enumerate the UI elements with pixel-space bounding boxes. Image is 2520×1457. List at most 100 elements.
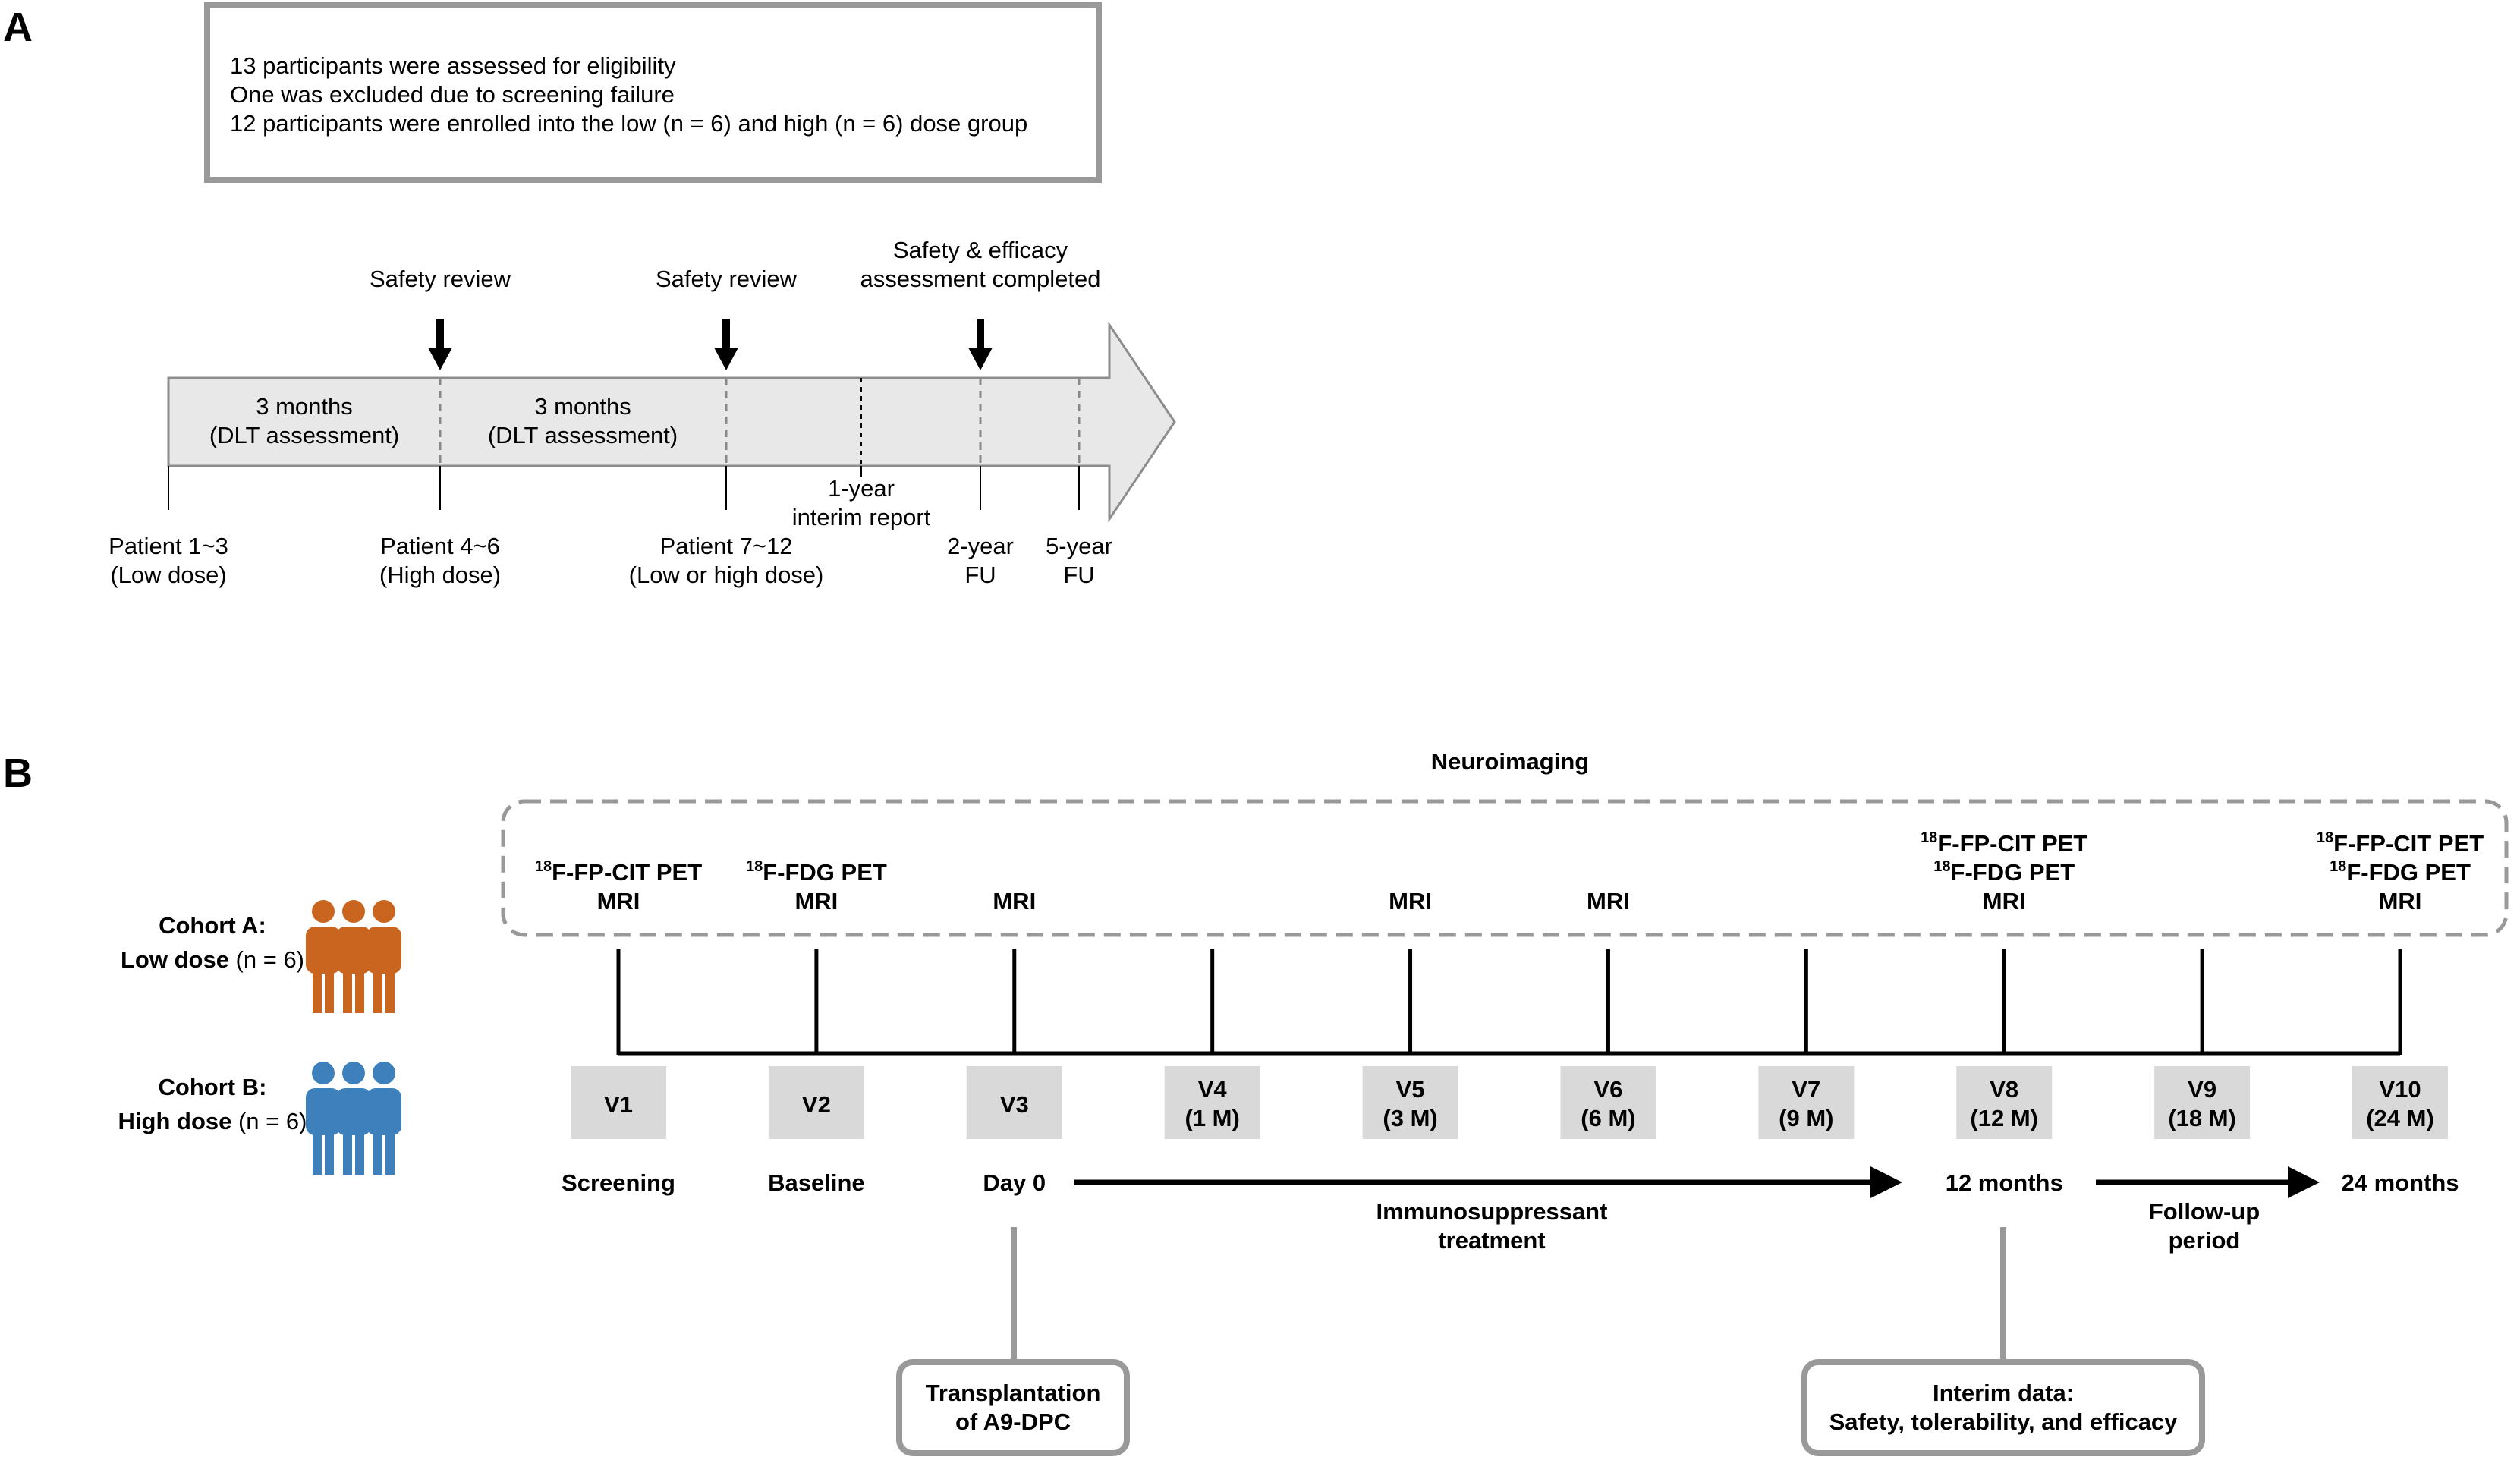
- person-leg: [325, 1129, 334, 1175]
- interim-data-callout: [1801, 1359, 2205, 1456]
- person-torso: [336, 927, 371, 974]
- summary-line: One was excluded due to screening failur…: [230, 81, 675, 108]
- visit-box: [1758, 1066, 1855, 1139]
- review-label: Safety & efficacy: [893, 237, 1068, 263]
- visit-id: V2: [802, 1091, 831, 1118]
- review-label: Safety review: [656, 266, 798, 292]
- imaging-item: 18F-FP-CIT PET: [535, 858, 702, 886]
- visit-month: (24 M): [2366, 1105, 2434, 1131]
- person-leg: [355, 1129, 364, 1175]
- imaging-item: 18F-FP-CIT PET: [1921, 829, 2087, 857]
- person-torso: [336, 1088, 371, 1135]
- callout-text: Transplantation: [926, 1380, 1101, 1406]
- neuroimaging-title: Neuroimaging: [1431, 748, 1589, 775]
- cohort-title: Cohort B:: [159, 1074, 267, 1100]
- visit-id: V7: [1792, 1076, 1820, 1103]
- person-head: [342, 1062, 365, 1084]
- imaging-item: MRI: [1389, 888, 1432, 914]
- visit-id: V6: [1593, 1076, 1622, 1103]
- imaging-item: MRI: [1983, 888, 2026, 914]
- callout-text: Interim data:: [1933, 1380, 2074, 1406]
- phase-label: Baseline: [768, 1169, 865, 1196]
- people-group-icon: [306, 900, 401, 1013]
- phase-label: 24 months: [2341, 1169, 2459, 1196]
- person-head: [312, 1062, 335, 1084]
- interim-report-label: 1-year: [828, 475, 895, 502]
- visit-month: (9 M): [1779, 1105, 1833, 1131]
- imaging-item: MRI: [2379, 888, 2422, 914]
- visit-month: (6 M): [1581, 1105, 1635, 1131]
- person-head: [312, 900, 335, 923]
- patient-group-dose: (Low dose): [110, 562, 226, 588]
- person-torso: [306, 1088, 341, 1135]
- imaging-item: 18F-FDG PET: [1933, 858, 2075, 886]
- person-leg: [313, 1129, 322, 1175]
- person-leg: [373, 968, 382, 1013]
- phase-label: 12 months: [1946, 1169, 2063, 1196]
- visit-month: (1 M): [1185, 1105, 1240, 1131]
- visit-box: [1560, 1066, 1656, 1139]
- neuroimaging-box: [501, 799, 2509, 937]
- visit-box: [571, 1066, 666, 1139]
- enrollment-summary: 13 participants were assessed for eligib…: [230, 52, 1027, 137]
- visit-month: (12 M): [1970, 1105, 2038, 1131]
- visit-id: V4: [1198, 1076, 1228, 1103]
- follow-up-label: FU: [1063, 562, 1094, 588]
- panel-b-label: B: [3, 751, 33, 796]
- person-torso: [367, 1088, 401, 1135]
- person-head: [342, 900, 365, 923]
- imaging-item: MRI: [993, 888, 1036, 914]
- person-head: [373, 1062, 395, 1084]
- person-leg: [343, 968, 352, 1013]
- down-arrow-icon: [428, 319, 452, 370]
- phase-label: Day 0: [983, 1169, 1046, 1196]
- enrollment-summary-box: [204, 2, 1102, 183]
- visit-month: (18 M): [2168, 1105, 2236, 1131]
- person-leg: [325, 968, 334, 1013]
- period-label: Follow-up: [2149, 1198, 2260, 1225]
- dlt-period-label: (DLT assessment): [209, 422, 399, 448]
- visit-box: [966, 1066, 1062, 1139]
- phase-label: Screening: [562, 1169, 675, 1196]
- person-torso: [306, 927, 341, 974]
- imaging-item: MRI: [1587, 888, 1630, 914]
- cohort-dose: High dose (n = 6): [118, 1108, 307, 1134]
- person-leg: [385, 1129, 395, 1175]
- person-leg: [343, 1129, 352, 1175]
- transplantation-callout: [896, 1359, 1130, 1456]
- follow-up-label: FU: [964, 562, 996, 588]
- visit-id: V5: [1396, 1076, 1425, 1103]
- panel-a-label: A: [3, 5, 33, 50]
- visit-id: V8: [1990, 1076, 2018, 1103]
- down-arrow-icon: [968, 319, 993, 370]
- timeline-arrow: [167, 321, 1176, 523]
- patient-group-name: Patient 4~6: [380, 533, 500, 559]
- person-torso: [367, 927, 401, 974]
- dlt-period-label: 3 months: [534, 393, 631, 420]
- visit-id: V1: [604, 1091, 633, 1118]
- follow-up-label: 5-year: [1046, 533, 1112, 559]
- interim-report-label: interim report: [792, 504, 931, 530]
- period-labels: ImmunosuppressanttreatmentFollow-upperio…: [1376, 1198, 2260, 1254]
- person-head: [373, 900, 395, 923]
- patient-group-dose: (Low or high dose): [629, 562, 824, 588]
- summary-line: 12 participants were enrolled into the l…: [230, 110, 1027, 137]
- down-arrow-icon: [714, 319, 738, 370]
- visit-month: (3 M): [1383, 1105, 1437, 1131]
- visit-list: V1 V2 V3 V4(1 M) V5(3 M) V6(6 M) V7(9 M) V8(12 …: [571, 1066, 2448, 1139]
- imaging-item: 18F-FDG PET: [2330, 858, 2471, 886]
- summary-line: 13 participants were assessed for eligib…: [230, 52, 676, 79]
- patient-group-dose: (High dose): [379, 562, 501, 588]
- imaging-item: 18F-FP-CIT PET: [2317, 829, 2484, 857]
- period-label: treatment: [1438, 1227, 1545, 1254]
- callout-text: Safety, tolerability, and efficacy: [1829, 1408, 2179, 1435]
- visit-stems: [616, 949, 2402, 1055]
- visit-box: [2154, 1066, 2251, 1139]
- person-leg: [355, 968, 364, 1013]
- visit-id: V3: [1000, 1091, 1029, 1118]
- visit-box: [768, 1066, 864, 1139]
